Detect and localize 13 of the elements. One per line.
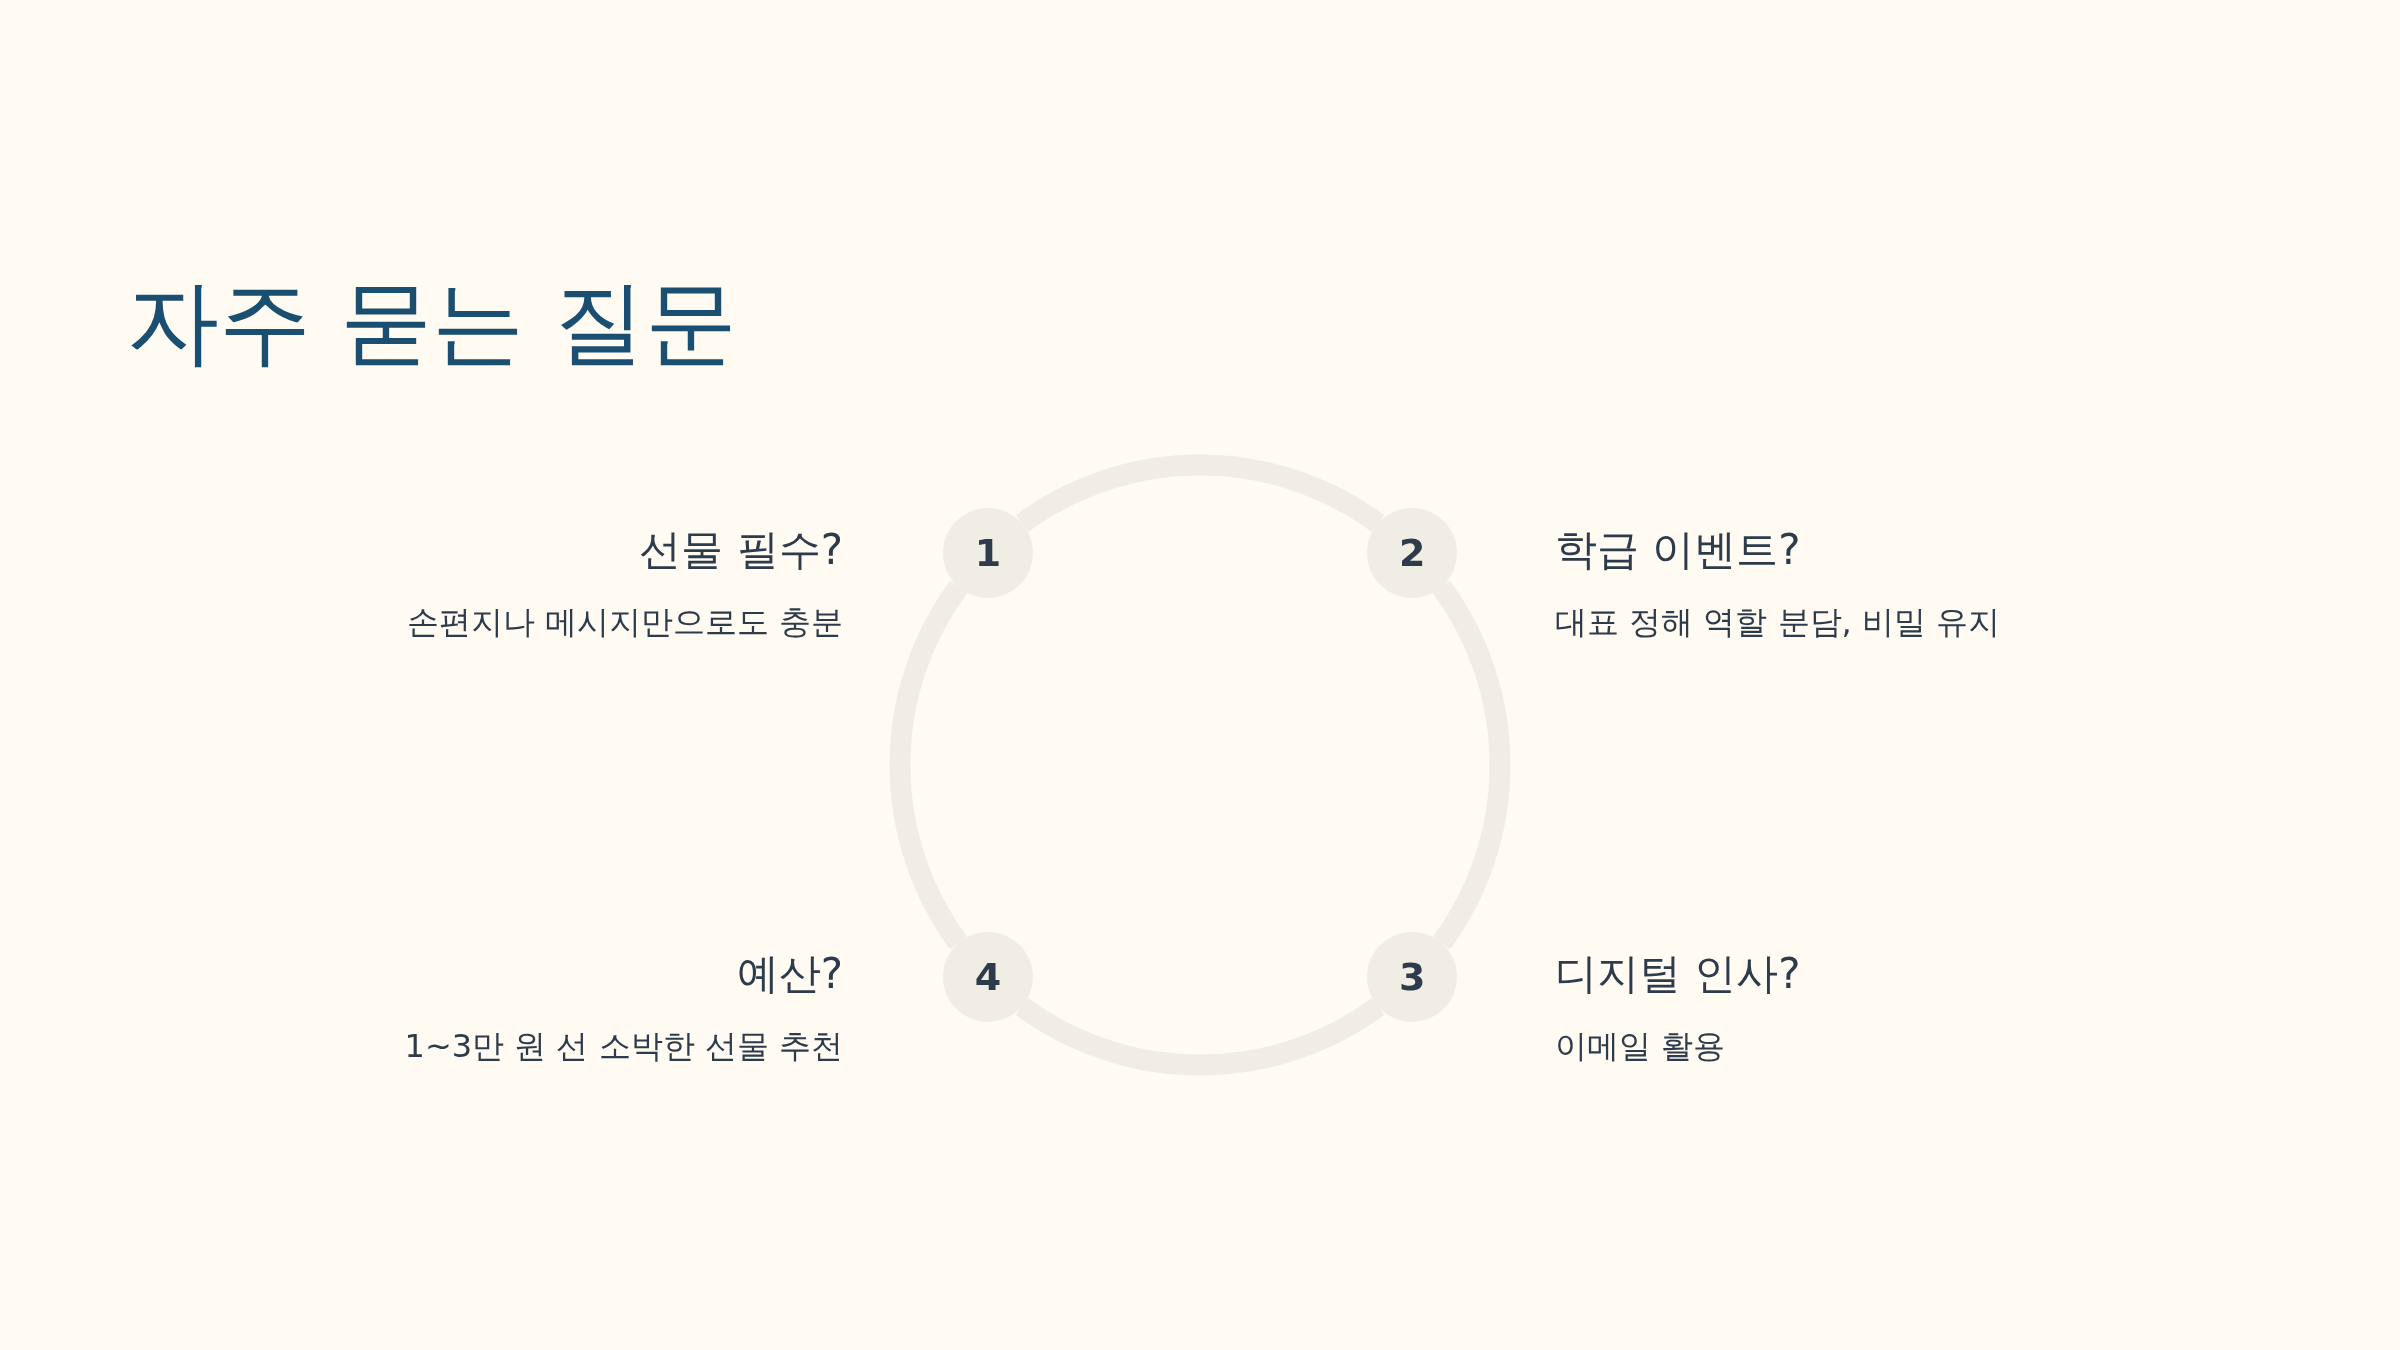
question-heading: 디지털 인사?: [1555, 949, 1801, 1000]
question-heading: 선물 필수?: [639, 524, 843, 576]
number-circle: 1: [942, 507, 1033, 598]
answer-text: 손편지나 메시지만으로도 충분: [406, 602, 843, 642]
answer-text: 1~3만 원 선 소박한 선물 추천: [404, 1027, 843, 1066]
question-heading: 예산?: [736, 949, 843, 1000]
number-circle: 3: [1367, 932, 1458, 1023]
number-circle: 2: [1367, 507, 1458, 598]
answer-text: 대표 정해 역할 분담, 비밀 유지: [1555, 602, 2001, 642]
answer-text: 이메일 활용: [1555, 1027, 1726, 1066]
number-circle: 4: [942, 932, 1033, 1023]
question-heading: 학급 이벤트?: [1555, 524, 1801, 576]
title: 자주 묻는 질문: [127, 272, 738, 374]
